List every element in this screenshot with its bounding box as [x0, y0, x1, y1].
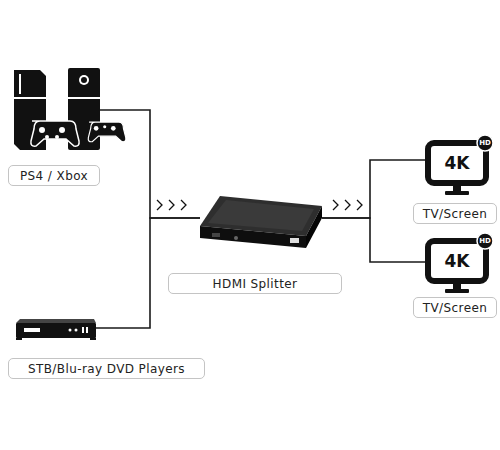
player-foot — [16, 338, 22, 340]
hdmi-cable — [322, 218, 425, 262]
badge-text: HD — [479, 238, 491, 245]
player-slot — [24, 328, 40, 332]
resolution-label: 4K — [444, 155, 469, 172]
player-foot — [90, 338, 96, 340]
tv-stand — [453, 186, 461, 192]
xbox-logo — [81, 77, 87, 83]
tv-screen — [428, 143, 486, 183]
controller-stick — [55, 135, 59, 139]
console-groove — [19, 74, 21, 94]
controller-body — [31, 121, 79, 146]
ps-controller — [31, 121, 79, 146]
caption-box: HDMI Splitter — [168, 273, 342, 294]
tv-screen — [428, 241, 486, 281]
caption-box: TV/Screen — [413, 203, 497, 224]
controller-button — [59, 127, 65, 133]
hd-badge — [477, 233, 493, 249]
xbox-controller — [88, 122, 126, 142]
tv-base — [445, 191, 469, 195]
player-top — [16, 319, 96, 323]
player-button — [69, 329, 72, 332]
player-body — [16, 323, 96, 338]
hdmi-port — [212, 233, 220, 237]
xbox-console — [68, 68, 100, 150]
resolution-label: 4K — [444, 253, 469, 270]
caption-box: PS4 / Xbox — [8, 165, 100, 186]
hdmi-cable — [100, 110, 200, 218]
console-groove — [68, 97, 100, 99]
indicator-led — [234, 236, 238, 240]
controller-button — [39, 127, 45, 133]
controller-stick — [45, 135, 49, 139]
splitter-top-panel — [208, 200, 314, 231]
splitter-front — [200, 226, 306, 248]
device-node: STB/Blu-ray DVD Players — [16, 316, 96, 340]
caption-box: STB/Blu-ray DVD Players — [8, 358, 205, 379]
hd-badge — [477, 135, 493, 151]
device-node: PS4 / Xbox — [10, 65, 100, 153]
caption-box: TV/Screen — [413, 297, 497, 318]
signal-chevrons — [333, 200, 362, 210]
controller-button — [94, 126, 99, 131]
player-button — [75, 329, 78, 332]
tv-stand — [453, 284, 461, 290]
ps4-console — [14, 70, 46, 150]
console-groove — [14, 97, 46, 99]
xbox-logo — [79, 75, 89, 85]
device-node: HDMI Splitter — [200, 196, 322, 248]
usb-port — [290, 238, 299, 243]
tv-base — [445, 289, 469, 293]
controller-button — [111, 126, 116, 131]
controller-logo — [103, 125, 106, 128]
splitter-top — [200, 196, 322, 236]
signal-chevrons — [157, 200, 186, 210]
hdmi-cable — [322, 160, 425, 218]
badge-text: HD — [479, 140, 491, 147]
player-pause-icon — [82, 327, 84, 333]
controller-body — [88, 122, 126, 142]
splitter-side — [306, 206, 322, 248]
player-pause-icon — [86, 327, 88, 333]
